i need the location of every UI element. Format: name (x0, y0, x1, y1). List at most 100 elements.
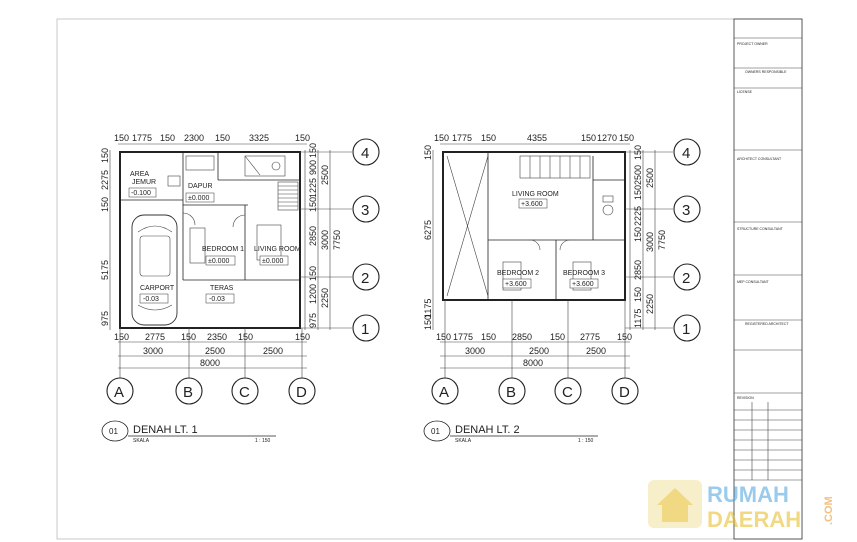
dim: 150 (238, 332, 253, 342)
room-name: AREA (130, 171, 149, 178)
dim: 150 (633, 287, 643, 302)
dim: 150 (114, 133, 129, 143)
tb-registered-architect: REGISTERED ARCHITECT (745, 322, 789, 326)
dim: 2850 (512, 332, 532, 342)
grid-label: 1 (361, 321, 369, 338)
dim: 1775 (453, 332, 473, 342)
dim: 2300 (184, 133, 204, 143)
dim: 1175 (633, 309, 643, 328)
watermark-line2: DAERAH (707, 507, 801, 532)
plan1-room-labels: AREA JEMUR -0.100 DAPUR ±0.000 BEDROOM 1… (128, 171, 301, 304)
plan2-bottom-dims: 150 1775 150 2850 150 2775 150 3000 2500… (436, 332, 632, 368)
plan1-right-dims: 900 150 1225 150 2850 150 1200 975 2500 … (308, 143, 342, 328)
room-name: LIVING ROOM (512, 191, 559, 198)
tb-structure-consultant: STRUCTURE CONSULTANT (737, 227, 784, 231)
watermark-line1: RUMAH (707, 482, 789, 507)
dim: 3000 (645, 232, 655, 252)
room-level: +3.600 (572, 281, 594, 288)
dim: 3000 (320, 230, 330, 250)
plan1-outline (119, 151, 301, 329)
tb-license: LICENSE (737, 90, 753, 94)
grid-columns-plan2: A B C D (431, 300, 639, 405)
grid-columns-plan1: A B C D (106, 328, 316, 405)
dim: 150 (481, 332, 496, 342)
dim: 2500 (645, 168, 655, 188)
tb-owners-responsible: OWNERS RESPONSIBLE (745, 70, 787, 74)
grid-label: 4 (682, 145, 690, 162)
grid-label: A (439, 384, 449, 401)
plan-lt2: 150 1775 150 4355 150 1270 150 (423, 133, 667, 444)
dim: 2225 (633, 206, 643, 226)
dim: 150 (423, 145, 433, 160)
dim: 2500 (263, 346, 283, 356)
scale-label: SKALA (133, 438, 150, 444)
room-name: CARPORT (140, 285, 175, 292)
room-level: +3.600 (521, 201, 543, 208)
grid-label: D (619, 384, 630, 401)
plan-number: 01 (109, 427, 118, 436)
grid-label: 2 (361, 270, 369, 287)
dim: 2850 (308, 226, 318, 246)
dim: 150 (619, 133, 634, 143)
dim: 3325 (249, 133, 269, 143)
dim: 900 (308, 160, 318, 175)
dim: 5175 (100, 260, 110, 280)
plan2-stairs (519, 155, 591, 179)
dim: 150 (295, 332, 310, 342)
scale-value: 1 : 150 (255, 438, 271, 444)
room-level: ±0.000 (262, 258, 283, 265)
room-name: BEDROOM 3 (563, 270, 605, 277)
room-level: -0.03 (143, 296, 159, 303)
scale-label: SKALA (455, 438, 472, 444)
dim: 150 (436, 332, 451, 342)
dim: 150 (308, 266, 318, 281)
dim: 150 (550, 332, 565, 342)
plan2-right-dims: 150 2500 150 2225 150 2850 150 1175 2500… (633, 145, 667, 328)
dim: 150 (114, 332, 129, 342)
grid-label: C (239, 384, 250, 401)
dim: 150 (308, 197, 318, 212)
dim: 150 (633, 227, 643, 242)
dim: 150 (100, 148, 110, 163)
dim: 150 (181, 332, 196, 342)
dim: 150 (617, 332, 632, 342)
dim: 1775 (452, 133, 472, 143)
dim: 975 (308, 313, 318, 328)
plan2-left-dims: 150 6275 1175 150 (423, 145, 433, 330)
dim: 2500 (586, 346, 606, 356)
house-icon (648, 480, 702, 528)
dim: 150 (308, 143, 318, 158)
dim: 8000 (523, 358, 543, 368)
plan1-title-block: 01 DENAH LT. 1 SKALA 1 : 150 (101, 420, 276, 444)
dim: 150 (581, 133, 596, 143)
dim: 8000 (200, 358, 220, 368)
revision-table (734, 402, 802, 480)
plan-lt1: 150 1775 150 2300 150 3325 150 (100, 133, 342, 444)
dim: 6275 (423, 220, 433, 240)
grid-label: B (183, 384, 193, 401)
grid-label: 3 (361, 202, 369, 219)
watermark-suffix: .COM (823, 496, 835, 525)
dim: 3000 (465, 346, 485, 356)
dim: 150 (160, 133, 175, 143)
grid-rows-plan2: 4 3 2 1 (625, 138, 701, 342)
dim: 1775 (132, 133, 152, 143)
room-level: ±0.000 (188, 195, 209, 202)
dim: 150 (481, 133, 496, 143)
car-icon (131, 214, 178, 326)
grid-label: C (562, 384, 573, 401)
plan1-top-dims: 150 1775 150 2300 150 3325 150 (114, 133, 310, 143)
grid-label: A (114, 384, 124, 401)
plan-number: 01 (431, 427, 440, 436)
dim: 1200 (308, 284, 318, 304)
plan1-bottom-dims: 150 2775 150 2350 150 150 3000 2500 2500… (114, 332, 310, 368)
dim: 150 (434, 133, 449, 143)
dim: 2500 (529, 346, 549, 356)
dim: 1270 (597, 133, 617, 143)
room-name: JEMUR (132, 179, 156, 186)
watermark-logo: RUMAH DAERAH .COM (648, 480, 835, 532)
dim: 2500 (320, 165, 330, 185)
dim: 150 (295, 133, 310, 143)
dim: 2775 (145, 332, 165, 342)
